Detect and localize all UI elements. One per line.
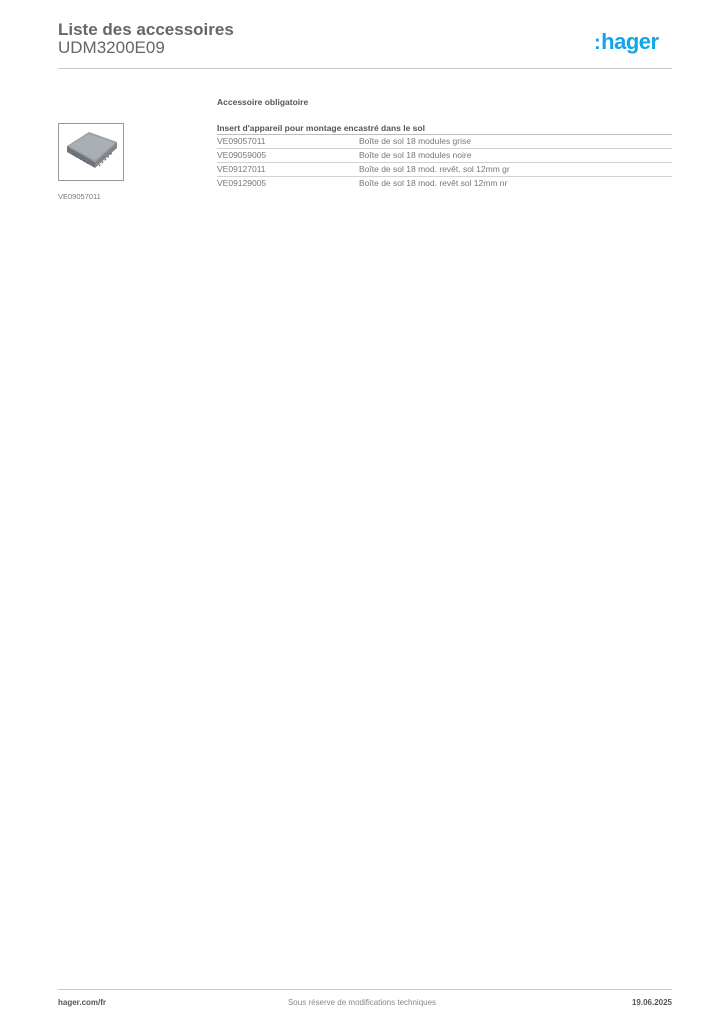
accessory-ref: VE09059005: [217, 150, 267, 160]
page-title: Liste des accessoires: [58, 20, 234, 39]
accessories-table: Insert d'appareil pour montage encastré …: [217, 122, 672, 190]
footer-website-link[interactable]: hager.com/fr: [58, 998, 107, 1007]
accessory-desc: Boîte de sol 18 modules grise: [359, 136, 471, 146]
accessory-desc: Boîte de sol 18 mod. revêt sol 12mm nr: [359, 178, 508, 188]
table-row: VE09057011 Boîte de sol 18 modules grise: [217, 135, 672, 149]
footer-date: 19.06.2025: [631, 998, 672, 1007]
accessory-ref: VE09057011: [217, 136, 266, 146]
table-row: VE09059005 Boîte de sol 18 modules noire: [217, 149, 672, 163]
accessory-ref: VE09129005: [217, 178, 267, 188]
table-heading: Insert d'appareil pour montage encastré …: [217, 122, 672, 135]
floor-box-icon: [67, 132, 117, 168]
accessory-desc: Boîte de sol 18 modules noire: [359, 150, 472, 160]
logo-colon: :: [594, 32, 601, 54]
header-divider: [58, 68, 672, 69]
product-image-code: VE09057011: [58, 192, 101, 201]
product-reference: UDM3200E09: [58, 38, 165, 57]
footer-divider: [58, 989, 672, 990]
section-title: Accessoire obligatoire: [217, 97, 309, 107]
hager-logo: :hager: [594, 30, 659, 55]
accessory-desc: Boîte de sol 18 mod. revêt. sol 12mm gr: [359, 164, 510, 174]
logo-text: hager: [601, 29, 659, 54]
table-row: VE09127011 Boîte de sol 18 mod. revêt. s…: [217, 163, 672, 177]
accessory-ref: VE09127011: [217, 164, 266, 174]
table-row: VE09129005 Boîte de sol 18 mod. revêt so…: [217, 177, 672, 190]
product-image: [58, 123, 124, 181]
footer-disclaimer: Sous réserve de modifications techniques: [287, 998, 437, 1007]
